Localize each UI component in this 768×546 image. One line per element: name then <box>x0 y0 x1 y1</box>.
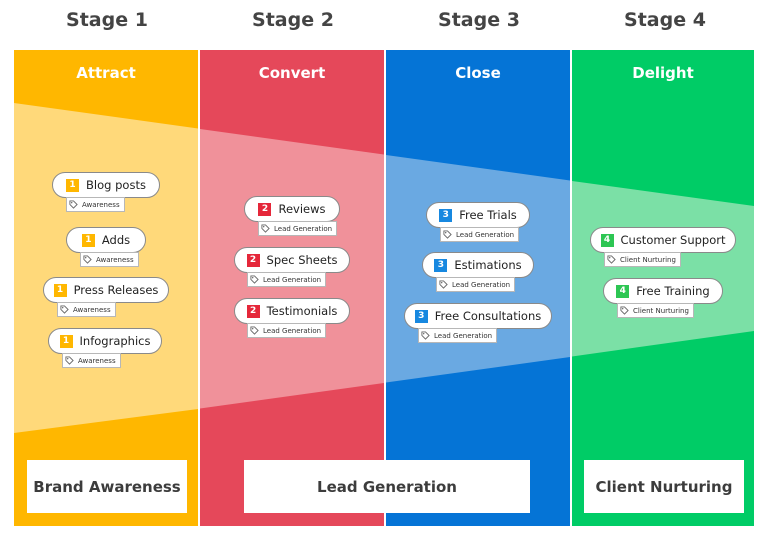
tag-label: Lead Generation <box>263 326 322 335</box>
tag-label: Client Nurturing <box>620 255 676 264</box>
item-label: Customer Support <box>620 233 726 247</box>
tag-icon <box>83 255 92 264</box>
item-label: Spec Sheets <box>266 253 338 267</box>
badge-2: 2 <box>258 202 272 216</box>
item-blog-posts[interactable]: 1 Blog posts <box>52 172 160 198</box>
tag-icon <box>250 275 259 284</box>
tag-client-nurturing: Client Nurturing <box>617 303 694 318</box>
tag-label: Lead Generation <box>274 224 333 233</box>
badge-1: 1 <box>66 178 80 192</box>
tag-awareness: Awareness <box>80 252 139 267</box>
tag-awareness: Awareness <box>57 302 116 317</box>
tag-lead-generation: Lead Generation <box>247 272 327 287</box>
funnel-band-attract <box>14 103 198 433</box>
badge-2: 2 <box>246 253 260 267</box>
funnel-band-delight <box>572 181 754 357</box>
item-infographics[interactable]: 1 Infographics <box>48 328 162 354</box>
tag-label: Awareness <box>78 356 116 365</box>
item-label: Reviews <box>278 202 326 216</box>
summary-lead-generation: Lead Generation <box>244 460 530 513</box>
summary-brand-awareness: Brand Awareness <box>27 460 187 513</box>
item-free-trials[interactable]: 3 Free Trials <box>426 202 530 228</box>
tag-lead-generation: Lead Generation <box>258 221 338 236</box>
tag-awareness: Awareness <box>66 197 125 212</box>
tag-label: Awareness <box>73 305 111 314</box>
tag-icon <box>65 356 74 365</box>
tag-lead-generation: Lead Generation <box>418 328 498 343</box>
column-title-attract: Attract <box>76 64 136 82</box>
tag-icon <box>620 306 629 315</box>
tag-icon <box>443 230 452 239</box>
badge-2: 2 <box>246 304 260 318</box>
item-testimonials[interactable]: 2 Testimonials <box>234 298 350 324</box>
tag-label: Lead Generation <box>263 275 322 284</box>
badge-3: 3 <box>439 208 453 222</box>
tag-lead-generation: Lead Generation <box>247 323 327 338</box>
badge-1: 1 <box>81 233 95 247</box>
item-label: Blog posts <box>86 178 146 192</box>
tag-icon <box>250 326 259 335</box>
stage-1-label: Stage 1 <box>66 9 148 31</box>
tag-label: Lead Generation <box>452 280 511 289</box>
badge-1: 1 <box>53 283 67 297</box>
item-estimations[interactable]: 3 Estimations <box>422 252 534 278</box>
item-reviews[interactable]: 2 Reviews <box>244 196 340 222</box>
stage-4-label: Stage 4 <box>624 9 706 31</box>
item-label: Free Training <box>636 284 710 298</box>
badge-4: 4 <box>616 284 630 298</box>
badge-3: 3 <box>414 309 428 323</box>
tag-awareness: Awareness <box>62 353 121 368</box>
summary-client-nurturing: Client Nurturing <box>584 460 744 513</box>
tag-icon <box>69 200 78 209</box>
item-customer-support[interactable]: 4 Customer Support <box>590 227 736 253</box>
column-title-close: Close <box>455 64 501 82</box>
tag-label: Lead Generation <box>456 230 515 239</box>
tag-label: Client Nurturing <box>633 306 689 315</box>
item-label: Testimonials <box>266 304 338 318</box>
tag-icon <box>261 224 270 233</box>
tag-icon <box>439 280 448 289</box>
badge-1: 1 <box>59 334 73 348</box>
item-label: Free Consultations <box>434 309 542 323</box>
item-label: Free Trials <box>459 208 517 222</box>
column-title-convert: Convert <box>258 64 326 82</box>
stage-3-label: Stage 3 <box>438 9 520 31</box>
column-title-delight: Delight <box>632 64 694 82</box>
tag-lead-generation: Lead Generation <box>440 227 520 242</box>
tag-icon <box>607 255 616 264</box>
item-press-releases[interactable]: 1 Press Releases <box>43 277 169 303</box>
tag-icon <box>60 305 69 314</box>
item-free-training[interactable]: 4 Free Training <box>603 278 723 304</box>
tag-lead-generation: Lead Generation <box>436 277 516 292</box>
tag-client-nurturing: Client Nurturing <box>604 252 681 267</box>
badge-3: 3 <box>434 258 448 272</box>
item-label: Press Releases <box>73 283 159 297</box>
item-label: Infographics <box>79 334 151 348</box>
tag-label: Lead Generation <box>434 331 493 340</box>
tag-label: Awareness <box>82 200 120 209</box>
stage-2-label: Stage 2 <box>252 9 334 31</box>
item-adds[interactable]: 1 Adds <box>66 227 146 253</box>
item-label: Adds <box>101 233 131 247</box>
tag-icon <box>421 331 430 340</box>
badge-4: 4 <box>600 233 614 247</box>
item-spec-sheets[interactable]: 2 Spec Sheets <box>234 247 350 273</box>
item-free-consultations[interactable]: 3 Free Consultations <box>404 303 552 329</box>
tag-label: Awareness <box>96 255 134 264</box>
item-label: Estimations <box>454 258 522 272</box>
